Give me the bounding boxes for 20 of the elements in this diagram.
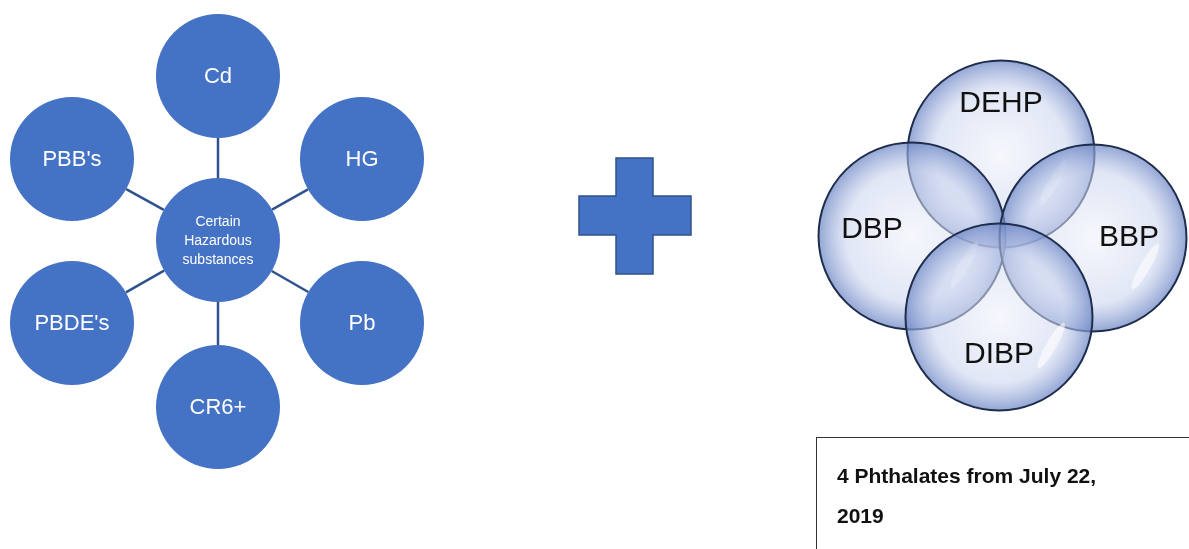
substance-label: Cd xyxy=(203,63,233,89)
phthalate-label: BBP xyxy=(1099,219,1159,253)
substance-label: CR6+ xyxy=(189,394,247,420)
hub-label: Certain Hazardous substances xyxy=(181,211,255,269)
substance-label: PBB's xyxy=(42,146,102,172)
connector-line xyxy=(216,138,220,178)
phthalate-label: DEHP xyxy=(959,85,1043,119)
phthalate-label: DBP xyxy=(841,211,903,245)
connector-line xyxy=(271,269,309,294)
note-box xyxy=(816,437,1189,549)
phthalate-label: DIBP xyxy=(964,336,1034,370)
note-text: 4 Phthalates from July 22, 2019 xyxy=(837,463,1098,529)
connector-line xyxy=(271,188,309,211)
substance-label: Pb xyxy=(348,310,376,336)
connector-line xyxy=(216,302,220,345)
connector-line xyxy=(125,269,165,294)
connector-line xyxy=(125,188,165,211)
venn-circle xyxy=(904,222,1094,412)
substance-label: HG xyxy=(345,146,379,172)
substance-label: PBDE's xyxy=(34,310,110,336)
